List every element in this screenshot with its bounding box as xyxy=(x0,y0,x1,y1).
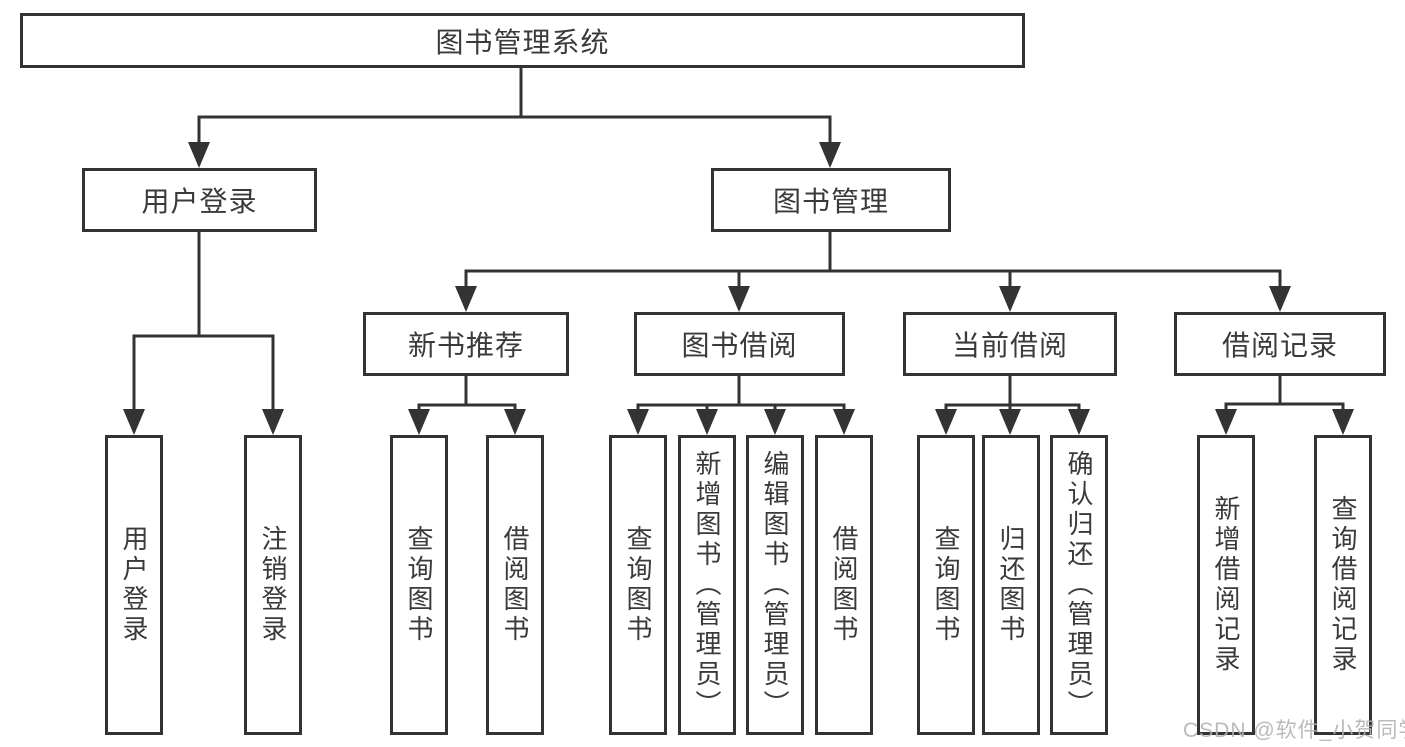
edge-bookmgmt-to-borrowing xyxy=(728,269,830,312)
leaf-current-confirm-return-admin-label: 确认归还（管理员） xyxy=(1064,450,1094,720)
node-book-borrowing: 图书借阅 xyxy=(634,312,845,376)
node-book-management: 图书管理 xyxy=(711,168,951,232)
edge-borrowing-to-query xyxy=(627,376,741,435)
edge-userlogin-to-login xyxy=(123,232,201,435)
edge-records-to-add xyxy=(1215,376,1282,435)
edge-current-to-confirm xyxy=(1010,403,1090,435)
csdn-watermark: CSDN @软件_小贺同学 xyxy=(1183,719,1405,742)
node-book-borrowing-label: 图书借阅 xyxy=(681,330,798,361)
leaf-borrowing-borrow-books-label: 借阅图书 xyxy=(829,525,859,645)
leaf-newbooks-query-books-label: 查询图书 xyxy=(404,525,434,645)
leaf-logout-label: 注销登录 xyxy=(258,525,288,645)
leaf-records-add-record: 新增借阅记录 xyxy=(1197,435,1255,735)
node-library-system: 图书管理系统 xyxy=(20,13,1025,68)
edge-root-to-user-login xyxy=(188,68,523,168)
edge-root-to-book-mgmt xyxy=(521,115,841,168)
leaf-borrowing-query-books: 查询图书 xyxy=(609,435,667,735)
leaf-current-query-books: 查询图书 xyxy=(917,435,975,735)
leaf-borrowing-add-books-admin-label: 新增图书（管理员） xyxy=(692,450,722,720)
leaf-borrowing-query-books-label: 查询图书 xyxy=(623,525,653,645)
node-user-login: 用户登录 xyxy=(82,168,317,232)
leaf-borrowing-borrow-books: 借阅图书 xyxy=(815,435,873,735)
node-new-book-recommendation-label: 新书推荐 xyxy=(407,330,524,361)
edge-records-to-query xyxy=(1280,402,1354,435)
node-book-management-label: 图书管理 xyxy=(772,186,889,217)
edge-bookmgmt-to-current xyxy=(830,269,1021,312)
leaf-records-query-record: 查询借阅记录 xyxy=(1314,435,1372,735)
leaf-borrowing-edit-books-admin-label: 编辑图书（管理员） xyxy=(760,450,790,720)
edge-userlogin-to-logout xyxy=(199,334,284,435)
leaf-newbooks-borrow-books: 借阅图书 xyxy=(486,435,544,735)
leaf-current-return-books: 归还图书 xyxy=(982,435,1040,735)
leaf-records-query-record-label: 查询借阅记录 xyxy=(1328,495,1358,675)
node-current-borrowing-label: 当前借阅 xyxy=(951,330,1068,361)
leaf-current-confirm-return-admin: 确认归还（管理员） xyxy=(1050,435,1108,735)
leaf-logout: 注销登录 xyxy=(244,435,302,735)
leaf-records-add-record-label: 新增借阅记录 xyxy=(1211,495,1241,675)
node-borrowing-records-label: 借阅记录 xyxy=(1221,330,1338,361)
leaf-newbooks-borrow-books-label: 借阅图书 xyxy=(500,525,530,645)
node-current-borrowing: 当前借阅 xyxy=(903,312,1117,376)
node-borrowing-records: 借阅记录 xyxy=(1174,312,1386,376)
edge-borrowing-to-borrow xyxy=(739,403,855,435)
edge-bookmgmt-to-newbooks xyxy=(455,232,832,312)
node-new-book-recommendation: 新书推荐 xyxy=(363,312,569,376)
edge-borrowing-to-add xyxy=(696,403,739,435)
edge-current-to-query xyxy=(935,376,1012,435)
leaf-newbooks-query-books: 查询图书 xyxy=(390,435,448,735)
leaf-borrowing-add-books-admin: 新增图书（管理员） xyxy=(678,435,736,735)
edge-borrowing-to-edit xyxy=(739,403,786,435)
leaf-user-login-label: 用户登录 xyxy=(119,525,149,645)
leaf-borrowing-edit-books-admin: 编辑图书（管理员） xyxy=(746,435,804,735)
node-user-login-label: 用户登录 xyxy=(141,186,258,217)
edge-newbooks-to-query xyxy=(408,376,468,435)
node-library-system-label: 图书管理系统 xyxy=(435,26,610,58)
leaf-current-return-books-label: 归还图书 xyxy=(996,525,1026,645)
edge-bookmgmt-to-records xyxy=(830,269,1291,312)
leaf-user-login: 用户登录 xyxy=(105,435,163,735)
edge-newbooks-to-borrow xyxy=(466,403,526,435)
leaf-current-query-books-label: 查询图书 xyxy=(931,525,961,645)
